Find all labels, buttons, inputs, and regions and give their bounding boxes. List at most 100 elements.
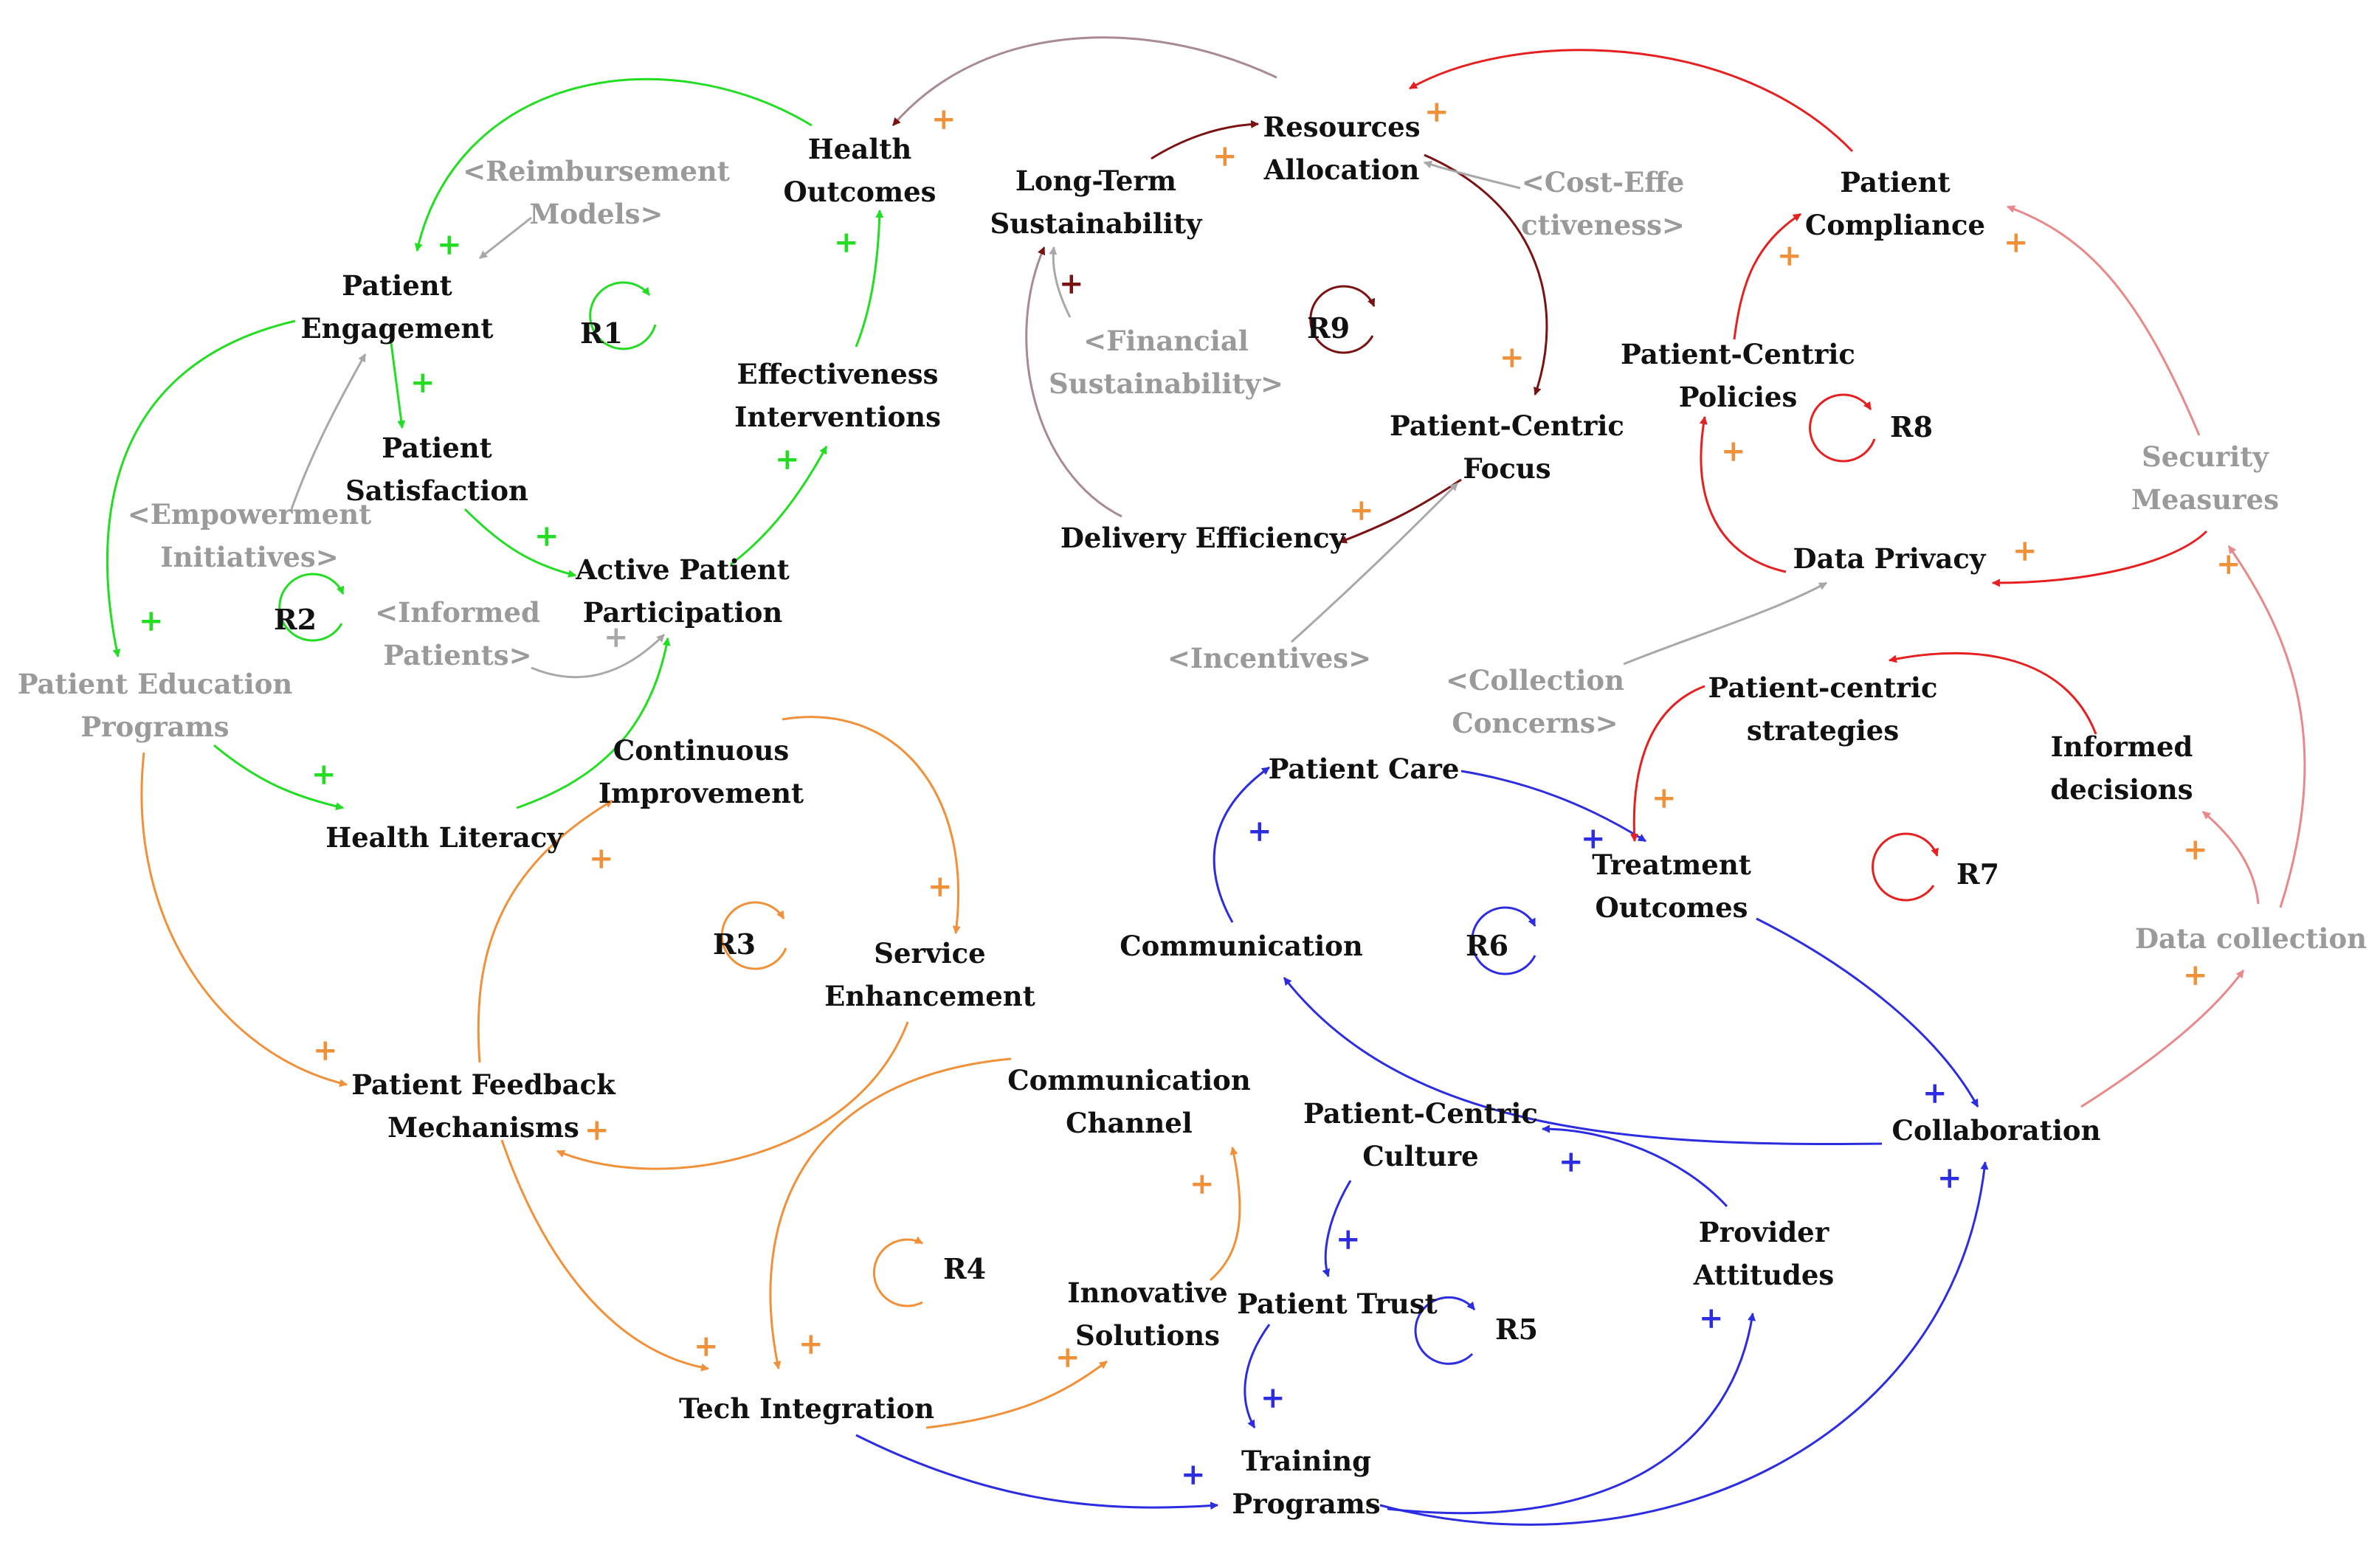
link-reimbursement-to-engagement [479, 216, 532, 260]
polarity-sign: + [2183, 958, 2208, 992]
polarity-sign: + [1336, 1222, 1361, 1257]
link-resources-to-centric-focus [1424, 153, 1548, 396]
polarity-sign: + [694, 1329, 719, 1364]
link-informed-patients-to-participation [531, 633, 666, 679]
loop-R8: R8 [1809, 393, 1933, 463]
polarity-sign: + [928, 869, 953, 904]
loop-R5-label: R5 [1495, 1313, 1538, 1346]
loop-R7-label: R7 [1956, 857, 1999, 891]
loop-R2-label: R2 [274, 603, 317, 636]
polarity-sign: + [1260, 1381, 1286, 1415]
link-effectiveness-to-health-outcomes [855, 209, 884, 348]
link-security-to-data-privacy [1991, 530, 2208, 587]
polarity-sign: + [1937, 1161, 1962, 1195]
link-data-collection-to-informed-decisions [2202, 810, 2260, 905]
polarity-sign: + [2012, 533, 2038, 568]
link-training-to-collaboration [1379, 1161, 1989, 1526]
link-education-to-feedback [140, 752, 348, 1088]
polarity-sign: + [437, 227, 462, 262]
node-incentives: <Incentives> [1167, 642, 1371, 674]
link-collaboration-to-communication [1283, 977, 1883, 1146]
polarity-sign: + [1055, 1340, 1080, 1375]
link-empowerment-to-engagement [290, 353, 367, 510]
polarity-sign: + [1777, 238, 1802, 273]
link-cost-effectiveness-to-resources [1423, 160, 1521, 190]
loop-R6-label: R6 [1466, 929, 1508, 962]
link-tech-to-innovative [925, 1360, 1108, 1429]
link-tech-to-training [855, 1434, 1219, 1510]
link-data-collection-to-security [2227, 545, 2306, 908]
loop-R7: R7 [1872, 832, 1999, 902]
link-centric-focus-to-delivery [1338, 478, 1462, 544]
loop-markers: R1 R2 R3 R4 R5 R6 R7 R8 [274, 281, 1999, 1365]
polarity-sign: + [775, 442, 800, 477]
polarity-sign: + [604, 620, 629, 654]
links [106, 36, 2306, 1526]
node-tech-integration: Tech Integration [679, 1392, 934, 1425]
polarity-sign: + [1181, 1457, 1206, 1492]
loop-R9: R9 [1307, 285, 1376, 354]
link-communication-channel-to-tech [769, 1057, 1012, 1370]
polarity-sign: + [139, 604, 164, 638]
polarity-sign: + [589, 841, 614, 876]
node-communication: Communication [1120, 930, 1363, 962]
link-collection-concerns-to-data-privacy [1623, 581, 1827, 666]
node-health-literacy: Health Literacy [325, 821, 564, 854]
polarity-sign: + [2216, 547, 2241, 581]
link-delivery-efficiency-to-sustainability [1025, 246, 1122, 518]
link-feedback-to-tech [500, 1139, 710, 1372]
loop-R3: R3 [713, 901, 787, 970]
polarity-sign: + [584, 1113, 610, 1147]
polarity-sign: + [834, 225, 859, 260]
polarity-sign: + [1652, 781, 1677, 815]
link-education-to-health-literacy [213, 744, 345, 811]
node-data-privacy: Data Privacy [1793, 542, 1987, 575]
loop-R9-label: R9 [1307, 311, 1350, 345]
link-innovative-to-communication-channel [1210, 1146, 1241, 1282]
polarity-sign: + [2183, 832, 2208, 867]
polarity-sign: + [1213, 139, 1238, 173]
polarity-sign: + [1349, 493, 1374, 528]
node-delivery-efficiency: Delivery Efficiency [1060, 522, 1347, 554]
link-provider-to-culture [1541, 1124, 1728, 1208]
loop-R1: R1 [580, 281, 657, 350]
link-feedback-to-continuous-improvement [477, 799, 613, 1063]
polarity-sign: + [1922, 1076, 1948, 1110]
link-financial-to-sustainability [1049, 246, 1072, 318]
link-health-outcomes-to-patient-engagement [414, 77, 813, 252]
link-security-to-compliance [2006, 205, 2201, 436]
link-active-participation-to-effectiveness [730, 446, 828, 566]
link-patient-trust-to-training [1244, 1324, 1271, 1428]
link-policies-to-compliance [1733, 212, 1801, 340]
polarity-signs: + + + + + + + + + + + + + + + + + + + + … [139, 94, 2241, 1492]
link-sustainability-to-resources [1151, 120, 1260, 160]
polarity-sign: + [931, 102, 956, 137]
polarity-sign: + [1581, 821, 1606, 856]
link-service-to-feedback [556, 1021, 909, 1170]
link-training-to-provider-attitudes [1387, 1312, 1756, 1515]
loop-R4-label: R4 [943, 1252, 986, 1285]
